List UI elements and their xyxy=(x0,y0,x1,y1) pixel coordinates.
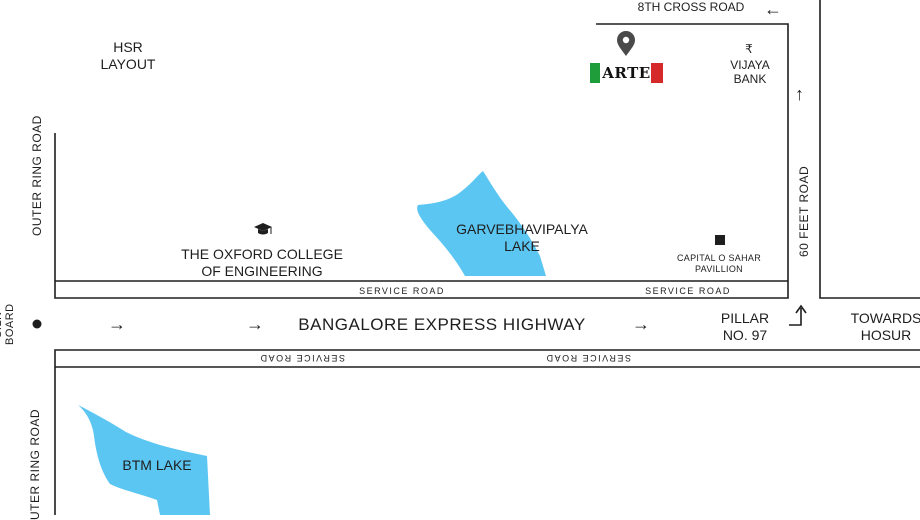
rupee-icon: ₹ xyxy=(745,42,753,56)
road-edge-lower-service xyxy=(54,349,920,515)
service-road-label-lower-right: SERVICE ROAD xyxy=(545,352,631,363)
silk-board-marker xyxy=(32,319,42,329)
towards-hosur-label: TOWARDS HOSUR xyxy=(850,310,920,343)
service-road-label-upper-left: SERVICE ROAD xyxy=(359,286,445,296)
btm-lake-label: BTM LAKE xyxy=(122,457,192,473)
highway-label: BANGALORE EXPRESS HIGHWAY xyxy=(298,315,586,334)
logo-red-band xyxy=(651,63,663,83)
arrow-left-icon: ← xyxy=(764,0,782,19)
outer-ring-road-bottom-label: UTER RING ROAD xyxy=(28,408,42,520)
road-edge-right xyxy=(819,0,920,299)
road-lines xyxy=(54,0,920,515)
arrow-right-icon-2: → xyxy=(246,314,264,334)
road-edge-upper-service xyxy=(54,23,789,299)
logo-green-band xyxy=(590,63,602,83)
outer-ring-road-top-label: OUTER RING ROAD xyxy=(30,115,44,236)
graduation-cap-icon xyxy=(254,223,272,235)
capital-o-label: CAPITAL O SAHAR PAVILLION xyxy=(676,253,762,274)
btm-lake-shape xyxy=(78,405,210,515)
service-road-label-upper-right: SERVICE ROAD xyxy=(645,286,731,296)
logo-text: ARTE xyxy=(600,63,653,83)
silk-board-label: SILK BOARD xyxy=(0,303,17,345)
vijaya-bank-label: VIJAYA BANK xyxy=(730,58,770,87)
garvebhavipalya-lake-shape xyxy=(417,171,546,276)
square-marker-icon xyxy=(715,235,725,245)
oxford-college-label: THE OXFORD COLLEGE OF ENGINEERING xyxy=(181,246,343,279)
cross-road-label: 8TH CROSS ROAD xyxy=(637,0,745,14)
arrow-up-icon: ↑ xyxy=(795,84,804,104)
arrow-right-icon-1: → xyxy=(108,314,126,334)
location-pin-icon xyxy=(617,31,635,56)
pillar-label: PILLAR NO. 97 xyxy=(720,310,770,343)
arrow-right-icon-3: → xyxy=(632,314,650,334)
sixty-feet-road-label: 60 FEET ROAD xyxy=(797,165,811,257)
arte-logo: ARTE xyxy=(590,63,663,83)
turn-arrow-icon xyxy=(789,308,802,326)
service-road-label-lower-left: SERVICE ROAD xyxy=(259,352,345,363)
turn-arrow-head xyxy=(795,304,807,314)
garvebhavipalya-lake-label: GARVEBHAVIPALYA LAKE xyxy=(456,221,588,254)
hsr-layout-label: HSR LAYOUT xyxy=(100,39,156,72)
